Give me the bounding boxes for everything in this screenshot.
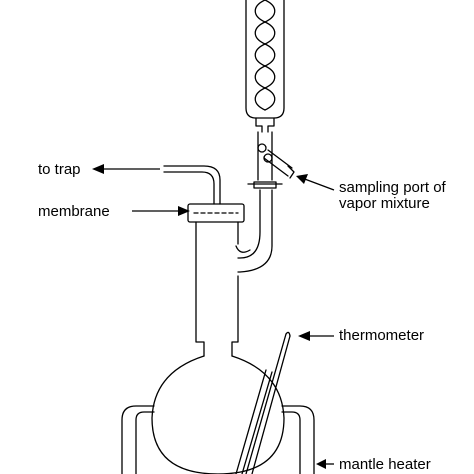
thermometer <box>235 331 291 474</box>
label-mantle-heater: mantle heater <box>339 456 431 473</box>
flask-neck <box>163 165 245 357</box>
membrane-holder <box>187 203 245 223</box>
label-to-trap: to trap <box>38 161 81 178</box>
sampling-port <box>263 149 295 179</box>
condenser-joint <box>247 117 283 189</box>
condenser <box>245 0 285 119</box>
label-sampling-port-line2: vapor mixture <box>339 195 430 212</box>
label-sampling-port-line1: sampling port of <box>339 179 446 196</box>
condenser-coil <box>254 0 276 111</box>
sampling-arrow <box>301 177 335 191</box>
flask <box>151 355 285 474</box>
mantle-heater <box>121 405 315 474</box>
label-sampling-port: sampling port of vapor mixture <box>339 180 446 212</box>
trap-tube <box>163 165 221 205</box>
label-membrane: membrane <box>38 203 110 220</box>
vapor-tube <box>235 189 273 273</box>
label-thermometer: thermometer <box>339 327 425 344</box>
